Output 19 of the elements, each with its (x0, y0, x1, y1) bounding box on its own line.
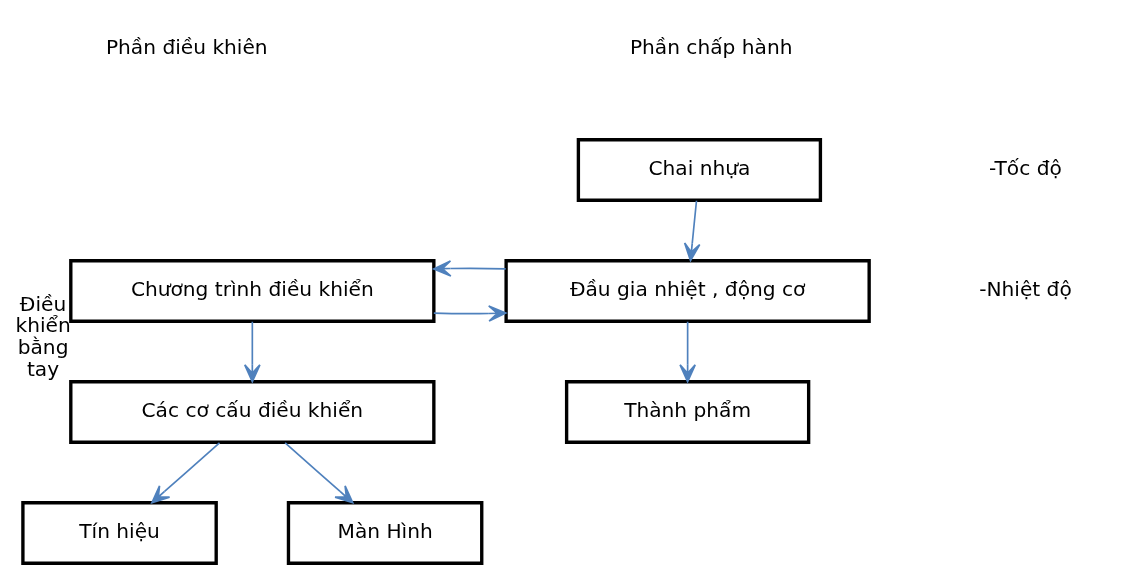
arrow (284, 441, 354, 504)
node-box: Các cơ cấu điều khiển (69, 380, 436, 444)
node-box: Đầu gia nhiệt , động cơ (504, 259, 871, 323)
node-box: Thành phẩm (564, 380, 811, 444)
node-box: Chương trình điều khiển (69, 259, 436, 323)
label: -Nhiệt độ (979, 277, 1072, 302)
arrow (679, 320, 697, 383)
arrow (151, 441, 221, 504)
label: Phần chấp hành (629, 35, 793, 60)
arrow (433, 260, 507, 277)
arrow (243, 320, 261, 383)
node-box: Chai nhựa (576, 138, 823, 202)
arrow (433, 305, 507, 322)
node-box: Màn Hình (286, 501, 484, 565)
node-box: Tín hiệu (21, 501, 218, 565)
node-label: Điều khiển bằng tay (15, 291, 71, 382)
label: Phần điều khiên (105, 35, 268, 60)
arrow (683, 199, 701, 262)
label: -Tốc độ (989, 156, 1062, 181)
